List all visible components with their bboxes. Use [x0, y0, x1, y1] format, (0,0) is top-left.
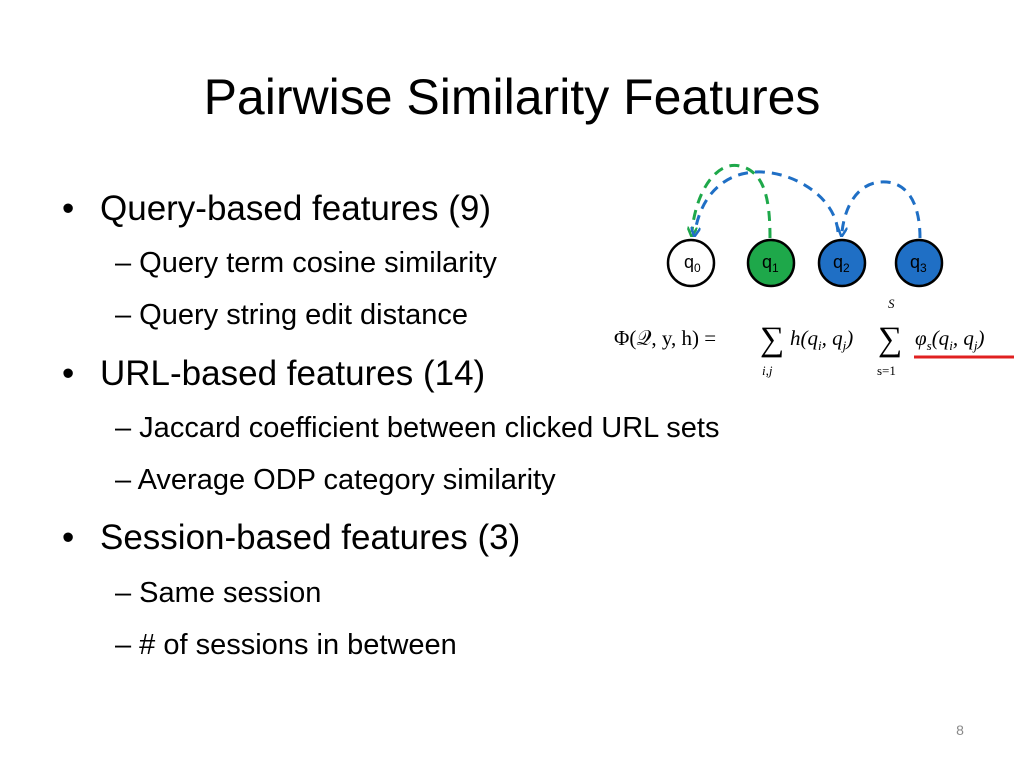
- bullet-dot: •: [62, 518, 75, 557]
- node-q2: q2: [817, 238, 867, 288]
- bullet-text: URL-based features (14): [100, 354, 486, 393]
- formula-sum-1-sub: i,j: [762, 363, 773, 378]
- node-label: q1: [762, 252, 779, 275]
- edge-q1-q0: [692, 163, 772, 239]
- subbullet-query-cosine: – Query term cosine similarity: [115, 247, 497, 279]
- bullet-url-based: • URL-based features (14): [62, 352, 485, 396]
- subbullet-jaccard: – Jaccard coefficient between clicked UR…: [115, 412, 720, 444]
- node-q0: q0: [666, 238, 716, 288]
- formula-sum-1: ∑: [760, 321, 784, 358]
- node-q1: q1: [746, 238, 796, 288]
- node-q3: q3: [894, 238, 944, 288]
- slide-title: Pairwise Similarity Features: [203, 69, 821, 125]
- subbullet-sessions-between: – # of sessions in between: [115, 629, 457, 661]
- formula-sum-2-sub: s=1: [877, 363, 896, 378]
- formula-h-term: h(qi, qj): [790, 326, 853, 353]
- similarity-formula: Φ(𝒬, y, h) = ∑ i,j h(qi, qj) ∑ S s=1 φs(…: [614, 296, 1014, 378]
- edge-q3-q2: [842, 180, 922, 239]
- formula-lhs: Φ(𝒬, y, h) =: [614, 326, 716, 350]
- subbullet-odp-similarity: – Average ODP category similarity: [115, 464, 556, 496]
- bullet-query-based: • Query-based features (9): [62, 187, 491, 231]
- subbullet-same-session: – Same session: [115, 577, 322, 609]
- bullet-dot: •: [62, 354, 75, 393]
- bullet-text: Query-based features (9): [100, 189, 492, 228]
- bullet-session-based: • Session-based features (3): [62, 516, 520, 560]
- formula-sum-2: ∑: [878, 321, 902, 358]
- subbullet-query-edit-distance: – Query string edit distance: [115, 299, 469, 331]
- page-number: 8: [956, 722, 964, 738]
- bullet-text: Session-based features (3): [100, 518, 521, 557]
- node-label: q2: [833, 252, 850, 275]
- node-label: q0: [684, 252, 701, 275]
- query-graph: q0 q1 q2 q3: [666, 163, 944, 288]
- edge-q2-q0: [695, 170, 840, 232]
- formula-sum-2-sup: S: [888, 296, 895, 311]
- node-label: q3: [910, 252, 927, 275]
- bullet-dot: •: [62, 189, 75, 228]
- formula-phi-term: φs(qi, qj): [915, 326, 984, 353]
